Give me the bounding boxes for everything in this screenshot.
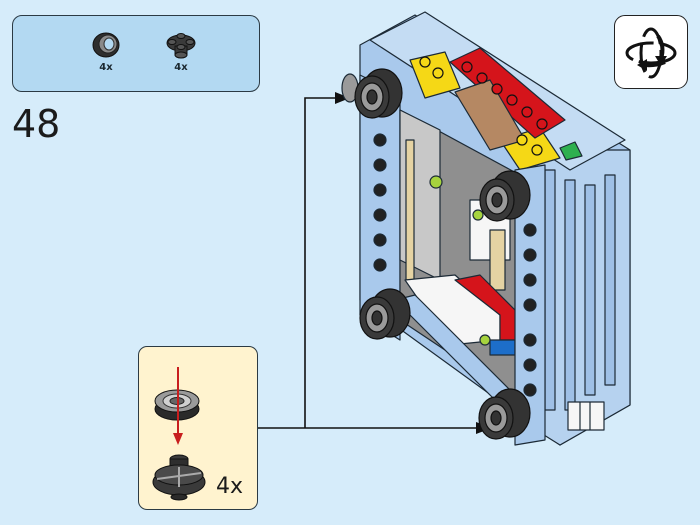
down-arrow-icon (173, 433, 183, 445)
wheel-bottom-left (359, 288, 411, 340)
model-battery-box (567, 401, 605, 431)
part-tire: 4x (81, 30, 131, 73)
step-number: 48 (12, 102, 61, 146)
model-green-piece (559, 141, 583, 161)
wheel-holder-icon (166, 33, 196, 59)
wheel-bottom-right (478, 388, 531, 440)
part-quantity: 4x (174, 62, 188, 73)
tire-icon (92, 32, 120, 58)
model-blue-piece (489, 339, 516, 356)
part-wheel-holder: 4x (156, 30, 206, 73)
wheel-top-left (354, 68, 403, 119)
model-wheels (354, 68, 531, 440)
parts-list: 4x 4x (12, 15, 260, 92)
sub-assembly-multiplier: 4x (215, 474, 243, 499)
sub-assembly-callout: 4x (138, 346, 258, 510)
model-tan-beam (405, 139, 415, 281)
part-quantity: 4x (99, 62, 113, 73)
rotate-model-indicator (614, 15, 688, 89)
rotate-model-icon (625, 27, 677, 79)
wheel-middle (479, 170, 531, 222)
sub-assembly-illustration (152, 367, 206, 501)
